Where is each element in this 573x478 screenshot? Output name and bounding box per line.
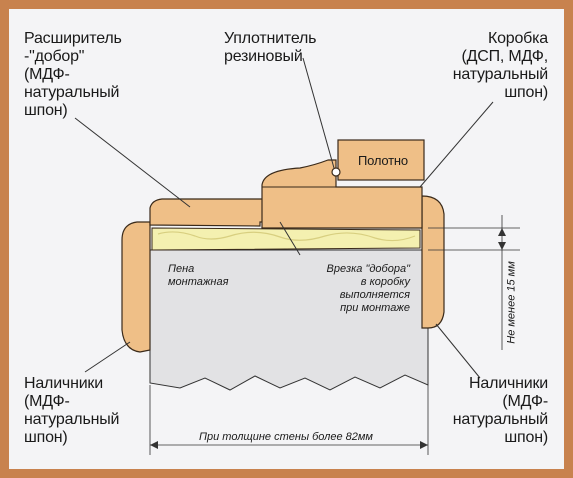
foam-label: Пена монтажная — [168, 263, 229, 288]
door-leaf-label: Полотно — [358, 153, 408, 168]
architrave-right — [421, 195, 445, 329]
architrave-left-label: Наличники (МДФ- натуральный шпон) — [24, 375, 120, 446]
seal-icon — [331, 167, 341, 177]
frame-box-label: Коробка (ДСП, МДФ, натуральный шпон) — [452, 30, 548, 101]
foam-texture — [157, 231, 416, 242]
extender-label: Расширитель -"добор" (МДФ- натуральный ш… — [24, 30, 122, 119]
architrave-right-label: Наличники (МДФ- натуральный шпон) — [452, 375, 548, 446]
seal-label: Уплотнитель резиновый — [224, 30, 317, 65]
architrave-left — [121, 221, 151, 353]
min-gap-label: Не менее 15 мм — [505, 261, 518, 344]
insert-note-label: Врезка "добора" в коробку выполняется пр… — [326, 263, 410, 314]
wall — [149, 249, 429, 391]
door-leaf — [337, 139, 425, 181]
wall-thickness-label: При толщине стены более 82мм — [160, 431, 412, 444]
